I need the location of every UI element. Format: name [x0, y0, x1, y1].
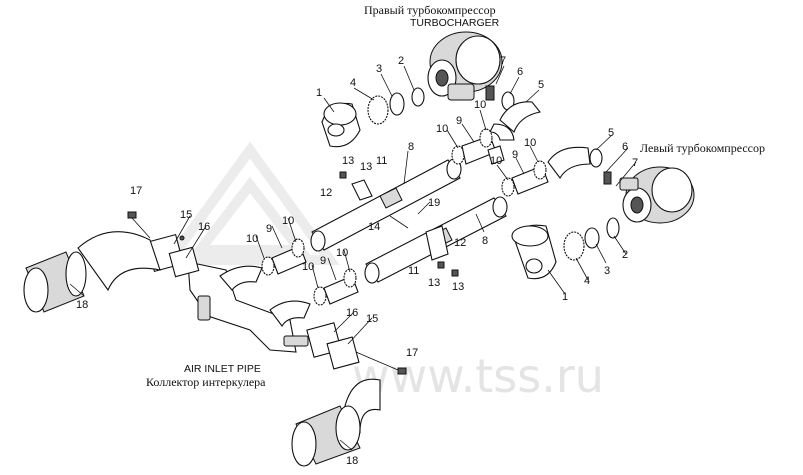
- callout-12: 12: [454, 237, 466, 249]
- bolt-17-lower: [355, 351, 407, 375]
- callout-13: 13: [342, 155, 354, 167]
- pipe-8-upper: [310, 158, 462, 252]
- air-inlet-label-en: AIR INLET PIPE: [184, 363, 261, 375]
- right-turbo-label-en: TURBOCHARGER: [410, 17, 500, 29]
- flanges-lower: [306, 322, 360, 370]
- callout-9: 9: [266, 223, 272, 235]
- callout-6: 6: [517, 66, 523, 78]
- callout-11: 11: [376, 155, 387, 167]
- callout-11: 11: [408, 265, 419, 277]
- watermark: www.tss.ru: [160, 141, 604, 403]
- callout-10: 10: [436, 123, 448, 135]
- callout-10: 10: [282, 215, 294, 227]
- callout-14: 14: [368, 221, 380, 233]
- left-turbocharger: [619, 166, 695, 224]
- callout-4: 4: [584, 275, 590, 287]
- callout-1: 1: [562, 291, 568, 303]
- callout-numbers: 1 3 4 2 7 6 5 10 9 10 10 9 10 8 13 13 11…: [76, 55, 638, 467]
- hose-9-left-upper: [261, 238, 307, 276]
- callout-17: 17: [406, 347, 418, 359]
- callout-3: 3: [604, 265, 610, 277]
- bracket-19-upper: [339, 171, 409, 229]
- right-turbo-label-ru: Правый турбокомпрессор: [364, 3, 496, 17]
- callout-18: 18: [346, 455, 358, 467]
- callout-10: 10: [246, 233, 258, 245]
- callout-10: 10: [490, 155, 502, 167]
- clamps-upper-left: [367, 87, 425, 125]
- callout-9: 9: [320, 255, 326, 267]
- callout-4: 4: [350, 77, 356, 89]
- callout-15: 15: [180, 209, 192, 221]
- callout-16: 16: [198, 221, 210, 233]
- callout-13: 13: [452, 281, 464, 293]
- callout-13: 13: [428, 277, 440, 289]
- watermark-logo-icon: [160, 141, 340, 265]
- leader-lines: [69, 65, 637, 451]
- callout-7: 7: [500, 55, 506, 67]
- callout-10: 10: [336, 247, 348, 259]
- callout-19: 19: [428, 197, 440, 209]
- callout-2: 2: [622, 249, 628, 261]
- callout-18: 18: [76, 299, 88, 311]
- turbo-outlet-upper: [485, 85, 541, 141]
- callout-13: 13: [360, 161, 372, 173]
- callout-9: 9: [512, 149, 518, 161]
- callout-6: 6: [622, 141, 628, 153]
- bolt-17-upper: [127, 211, 151, 239]
- callout-5: 5: [538, 79, 544, 91]
- hose-18-upper: [23, 231, 161, 313]
- hose-9-lower-right: [501, 146, 612, 197]
- callout-9: 9: [456, 115, 462, 127]
- callout-5: 5: [608, 127, 614, 139]
- bracket-19-lower: [425, 225, 459, 277]
- callout-2: 2: [398, 55, 404, 67]
- callout-7: 7: [632, 157, 638, 169]
- hose-9-upper: [451, 128, 505, 165]
- elbow-1-upper: [321, 102, 361, 148]
- air-inlet-pipe: [187, 261, 311, 353]
- elbow-1-lower: [511, 217, 620, 280]
- air-inlet-label-ru: Коллектор интеркулера: [146, 375, 266, 389]
- callout-12: 12: [320, 187, 332, 199]
- callout-1: 1: [316, 87, 322, 99]
- callout-10: 10: [302, 261, 314, 273]
- callout-8: 8: [482, 235, 488, 247]
- callout-10: 10: [524, 137, 536, 149]
- hose-18-lower: [291, 378, 381, 467]
- callout-8: 8: [408, 141, 414, 153]
- watermark-text: www.tss.ru: [352, 349, 604, 403]
- callout-15: 15: [366, 313, 378, 325]
- hose-9-left-lower: [313, 268, 359, 306]
- left-turbo-label-ru: Левый турбокомпрессор: [640, 141, 765, 155]
- right-turbocharger: [427, 31, 503, 101]
- callout-10: 10: [474, 99, 486, 111]
- callout-16: 16: [346, 307, 358, 319]
- callout-3: 3: [376, 63, 382, 75]
- callout-17: 17: [130, 185, 142, 197]
